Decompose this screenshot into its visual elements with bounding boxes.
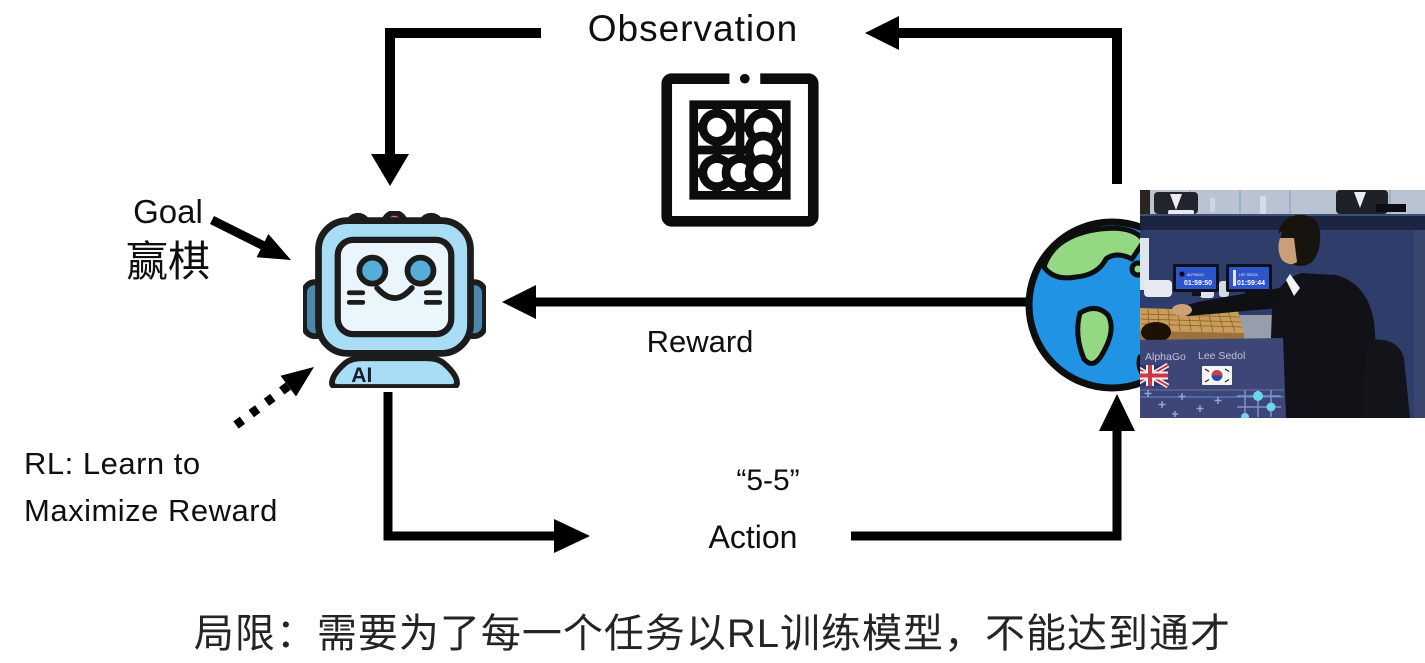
robot-eyes [356, 254, 437, 287]
go-board-icon [661, 70, 819, 227]
chair [1362, 339, 1410, 418]
goal-line-en: Goal [133, 193, 203, 230]
ai-robot-icon: AI [303, 211, 486, 388]
banner-go-motif [1237, 390, 1281, 418]
robot-cheek-lines [346, 290, 443, 305]
goal-label: Goal 赢棋 [68, 190, 268, 290]
arrow-rl-dotted [233, 367, 314, 429]
reward-label: Reward [646, 324, 754, 359]
action-quote-label: “5-5” [736, 464, 800, 497]
arrow-action-to-env [851, 394, 1135, 541]
kr-flag [1202, 366, 1232, 385]
uk-flag [1140, 362, 1170, 389]
limitation-caption: 局限：需要为了每一个任务以RL训练模型，不能达到通才 [193, 612, 1232, 656]
banner: AlphaGo Lee Sedol [1140, 338, 1286, 418]
monitor-alphago: ALPHAGO 01:59:50 [1173, 264, 1219, 296]
banner-pattern [1144, 390, 1222, 417]
board-stones [698, 109, 782, 191]
player-face [1278, 238, 1297, 265]
arrow-env-to-observation [865, 16, 1122, 184]
robot-screen [334, 236, 455, 338]
robot-ai-label: AI [351, 364, 372, 387]
svg-text:LEE SEDOL: LEE SEDOL [1239, 273, 1259, 277]
arrow-reward [502, 285, 1032, 319]
banner-alphago-label: AlphaGo [1145, 351, 1186, 363]
audience-strip [1140, 190, 1425, 230]
svg-text:ALPHAGO: ALPHAGO [1187, 273, 1204, 277]
player-hand [1172, 304, 1192, 316]
audience-person [1140, 190, 1150, 216]
rl-line-1: RL: Learn to [24, 446, 201, 481]
arrow-goal [209, 215, 291, 260]
rl-line-2: Maximize Reward [24, 493, 278, 528]
arrow-observation-to-agent [371, 28, 541, 186]
svg-text:01:59:50: 01:59:50 [1184, 280, 1212, 287]
goal-line-zh: 赢棋 [125, 238, 210, 285]
backdrop-edge [1414, 230, 1425, 418]
player-arm [1184, 288, 1282, 316]
cups [1144, 280, 1172, 297]
rl-label: RL: Learn to Maximize Reward [24, 440, 278, 534]
water-bottle [1260, 196, 1266, 214]
board-gap-dot [740, 73, 750, 84]
audience-table [1140, 214, 1425, 230]
arrow-agent-to-action [383, 392, 590, 553]
monitor-back [1140, 238, 1149, 290]
shirt-collar [1286, 274, 1300, 296]
laptop [1376, 204, 1406, 212]
stone-bowl [1141, 322, 1171, 342]
banner-leesedol-label: Lee Sedol [1198, 350, 1245, 362]
monitor-leesedol: LEE SEDOL 01:59:44 [1226, 264, 1272, 296]
robot-smile [374, 285, 415, 301]
svg-text:01:59:44: 01:59:44 [1237, 280, 1265, 287]
action-label: Action [708, 519, 798, 555]
observation-label: Observation [587, 8, 799, 49]
player-silhouette [1172, 214, 1382, 418]
robot-base [329, 355, 460, 388]
alphago-photo: ALPHAGO 01:59:50 LEE SEDOL 01:59:44 [1140, 190, 1425, 418]
